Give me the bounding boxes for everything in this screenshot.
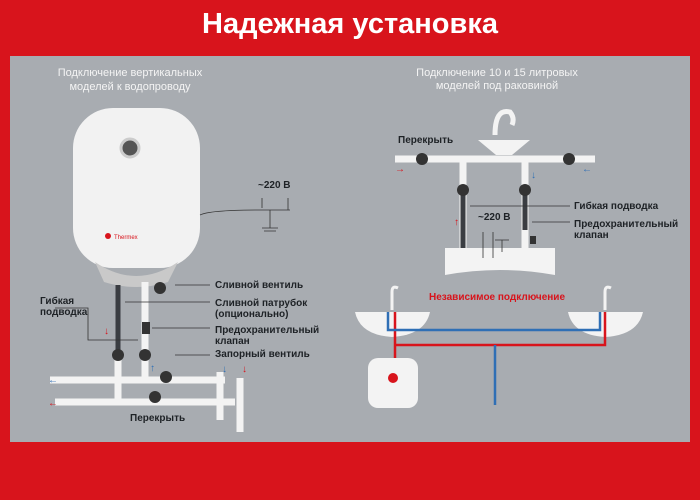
right-label-shut-off: Перекрыть	[398, 135, 453, 146]
under-sink-heater	[445, 248, 555, 275]
left-label-safety-valve-1: Предохранительный	[215, 325, 319, 336]
left-label-safety-valve-2: клапан	[215, 336, 250, 347]
left-label-drain-pipe-2: (опционально)	[215, 309, 288, 320]
flow-arrows: ↓ ↑ ← ← ↓ ↓	[48, 326, 247, 409]
right-label-flex-hose: Гибкая подводка	[574, 200, 659, 212]
sink-left	[355, 312, 430, 337]
left-label-flex-hose-1: Гибкая	[40, 295, 74, 307]
left-heading-2: моделей к водопроводу	[69, 81, 191, 93]
left-heading-1: Подключение вертикальных	[58, 67, 203, 79]
left-label-shutoff-valve: Запорный вентиль	[215, 349, 310, 360]
right-label-safety-valve-1: Предохранительный	[574, 219, 678, 230]
svg-text:↓: ↓	[104, 326, 109, 337]
left-label-drain-valve: Сливной вентиль	[215, 280, 303, 291]
right-voltage-label: ~220 В	[478, 212, 511, 223]
svg-text:→: →	[395, 164, 405, 175]
svg-text:↑: ↑	[150, 363, 155, 374]
right-label-safety-valve-2: клапан	[574, 230, 609, 241]
left-label-shut-off: Перекрыть	[130, 413, 185, 424]
page-title: Надежная установка	[202, 8, 498, 40]
water-heater-tank: Thermex	[73, 108, 200, 287]
valves	[112, 282, 172, 403]
svg-text:←: ←	[48, 375, 58, 386]
right-heading-2: моделей под раковиной	[436, 80, 558, 92]
left-label-flex-hose-2: подводка	[40, 307, 88, 318]
right-valves	[416, 153, 575, 244]
svg-text:↓: ↓	[222, 364, 227, 375]
right-heading-1: Подключение 10 и 15 литровых	[416, 67, 578, 79]
brand-logo: Thermex	[114, 235, 138, 241]
independent-connection-label: Независимое подключение	[429, 292, 565, 303]
svg-text:←: ←	[582, 164, 592, 175]
right-flow-arrows: → ← ↓ ↑	[395, 164, 592, 228]
left-label-drain-pipe-1: Сливной патрубок	[215, 297, 308, 309]
svg-text:←: ←	[48, 398, 58, 409]
svg-text:↑: ↑	[454, 217, 459, 228]
svg-text:↓: ↓	[531, 170, 536, 181]
svg-text:↓: ↓	[242, 364, 247, 375]
left-voltage-label: ~220 В	[258, 180, 291, 191]
